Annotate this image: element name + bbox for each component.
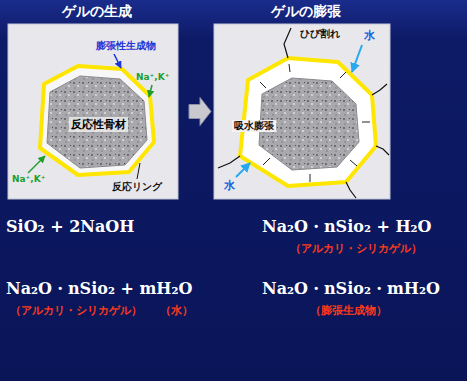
product-label: 膨張性生成物	[96, 40, 156, 52]
aggregate-blob: 反応性骨材	[50, 80, 147, 168]
equation-caption: （水）	[160, 305, 193, 318]
swelling-label: 吸水膨張	[232, 120, 276, 132]
equation-caption: （アルカリ・シリカゲル）	[290, 243, 422, 256]
ion-label: Na⁺,K⁺	[136, 72, 170, 82]
equation-term: Na₂O・nSio₂・mH₂O	[262, 280, 440, 298]
block-arrow	[189, 98, 211, 126]
aggregate-label: 反応性骨材	[69, 117, 128, 132]
water-label: 水	[224, 180, 235, 193]
equation-term: Na₂O・nSio₂ + mH₂O	[6, 280, 192, 298]
ion-label: Na⁺,K⁺	[12, 174, 46, 184]
stage-panel: ゲルの膨張	[214, 24, 398, 199]
ring-label: 反応リング	[112, 181, 162, 193]
stage-heading: ゲルの膨張	[214, 3, 398, 21]
equation-caption: （アルカリ・シリカゲル）	[10, 305, 142, 318]
crack-label: ひび割れ	[300, 28, 340, 40]
stage-heading: ゲルの生成	[8, 3, 186, 21]
equation-caption: （膨張生成物）	[310, 305, 387, 318]
equation-term: SiO₂ + 2NaOH	[6, 218, 134, 236]
equation-term: Na₂O・nSio₂ + H₂O	[262, 218, 432, 236]
water-label: 水	[364, 30, 375, 43]
